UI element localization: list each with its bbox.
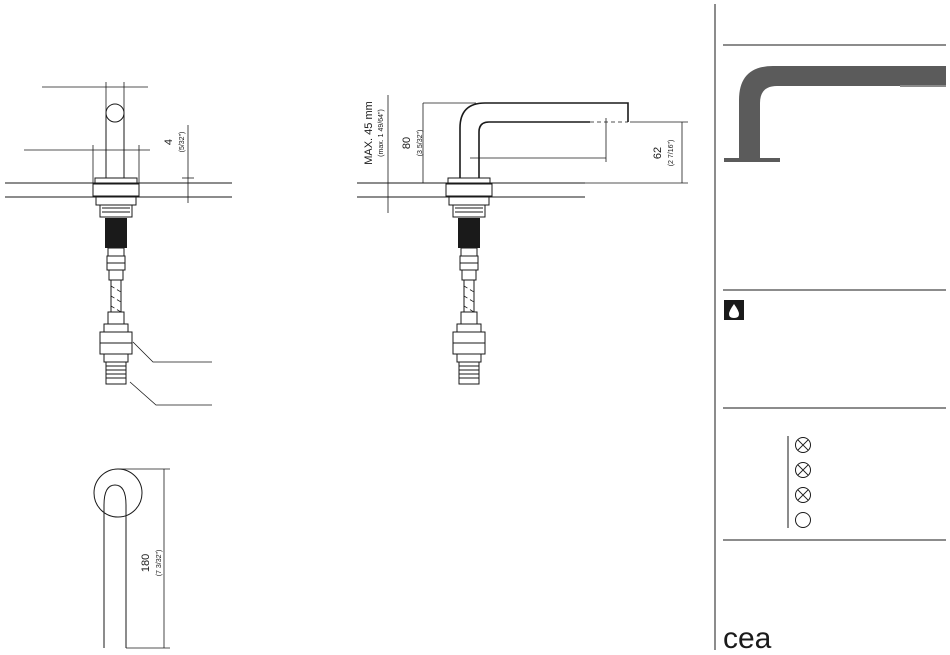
product-render [724, 66, 946, 162]
dim-top-length-imperial: (7 3/32") [156, 550, 163, 577]
info-column: cea [715, 4, 946, 655]
cea-logo-text: cea [723, 622, 772, 655]
symbol-legend [788, 436, 811, 528]
crossed-circle-icon [796, 463, 811, 478]
dim-front-height-value: 80 [401, 137, 413, 149]
empty-circle-icon [796, 513, 811, 528]
dim-front-max-thickness-value: MAX. 45 mm [363, 101, 375, 165]
water-drop-icon [724, 300, 744, 320]
dim-top-length: 180 (7 3/32") [140, 550, 163, 577]
dim-front-max-thickness: MAX. 45 mm (max. 1 49/64") [363, 101, 385, 165]
dim-top-length-value: 180 [140, 554, 152, 572]
dim-front-spout-height: 62 (2 7/16") [652, 140, 675, 167]
dim-front-height: 80 (3 5/32") [401, 130, 424, 157]
crossed-circle-icon [796, 488, 811, 503]
cea-logo: cea [723, 622, 772, 655]
crossed-circle-icon [796, 438, 811, 453]
dim-front-max-thickness-imperial: (max. 1 49/64") [378, 109, 385, 157]
dim-front-spout-height-imperial: (2 7/16") [668, 140, 675, 167]
dim-side-thickness: 4 (5/32") [163, 132, 186, 153]
dim-front-height-imperial: (3 5/32") [417, 130, 424, 157]
dim-front-spout-height-value: 62 [652, 147, 664, 159]
side-view [5, 82, 232, 405]
dim-side-thickness-value: 4 [163, 139, 175, 145]
dim-side-thickness-imperial: (5/32") [179, 132, 186, 153]
